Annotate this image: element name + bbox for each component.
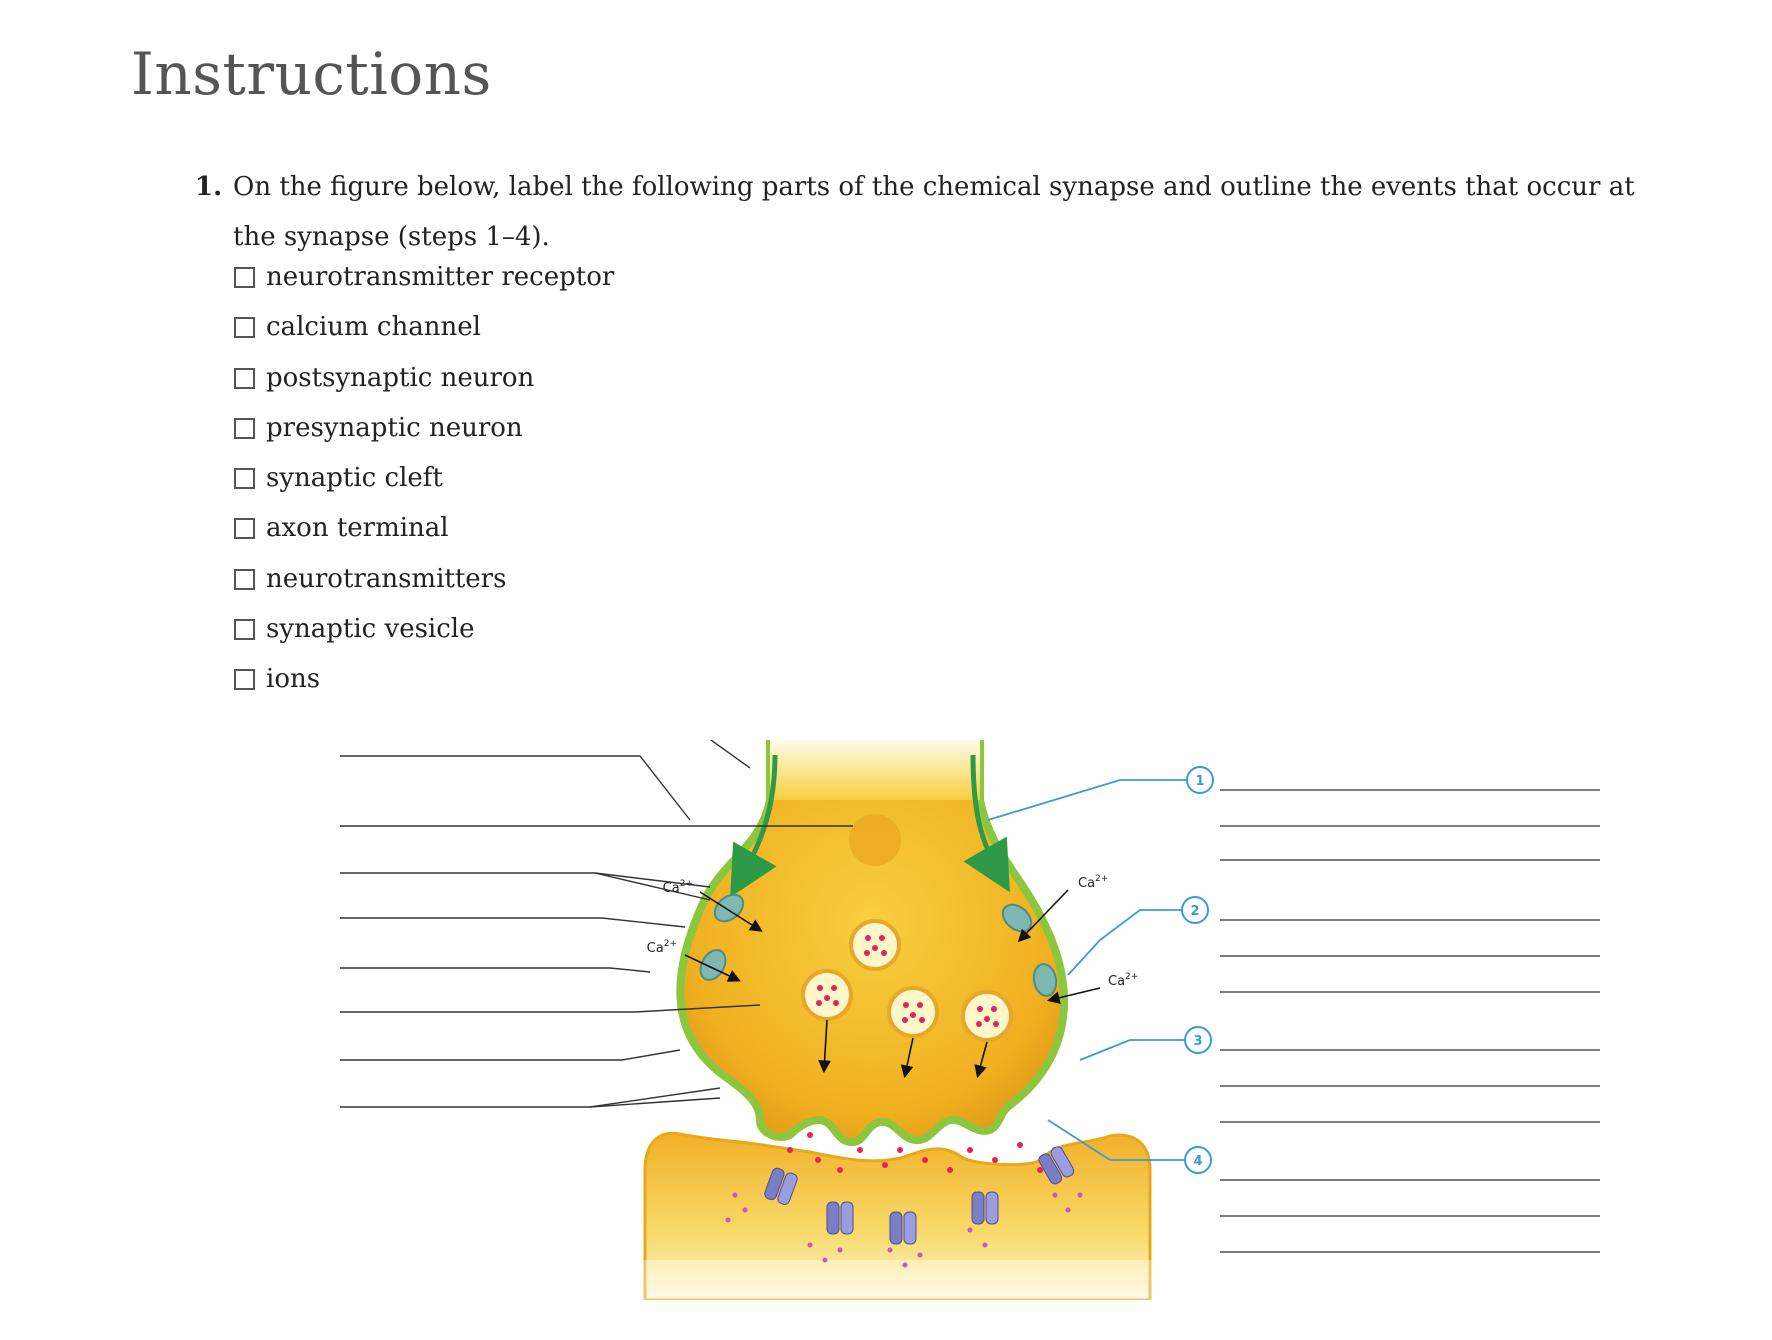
checkbox[interactable] (234, 568, 255, 590)
neurotransmitter-receptor (889, 1211, 917, 1245)
question-text: On the figure below, label the following… (233, 172, 1635, 252)
checklist-item-ions[interactable]: ions (234, 664, 614, 714)
step-marker-1: 1 (1186, 766, 1214, 794)
checklist-item-label: neurotransmitter receptor (266, 262, 615, 292)
neurotransmitter-receptor (826, 1201, 854, 1235)
calcium-channel (699, 949, 727, 981)
checkbox[interactable] (234, 267, 255, 288)
checklist-item-label: synaptic cleft (266, 463, 443, 494)
checklist-item-presynaptic-neuron[interactable]: presynaptic neuron (234, 413, 614, 463)
checkbox[interactable] (234, 317, 255, 339)
question-1: 1. On the figure below, label the follow… (195, 162, 1635, 262)
checklist-item-postsynaptic-neuron[interactable]: postsynaptic neuron (234, 363, 614, 413)
step-marker-3: 3 (1184, 1026, 1212, 1054)
ion-label: Ca2+ (1078, 874, 1108, 891)
svg-text:2: 2 (1190, 904, 1199, 919)
neurotransmitter-receptor (1038, 1146, 1075, 1185)
calcium-arrows (684, 889, 1101, 1004)
calcium-channels (699, 893, 1058, 997)
synaptic-vesicle (801, 969, 853, 1021)
checklist-item-label: calcium channel (266, 312, 481, 343)
checkbox[interactable] (234, 619, 255, 641)
synapse-figure: Ca2+ Ca2+ Ca2+ Ca2+ (340, 740, 1600, 1300)
checkbox[interactable] (234, 367, 255, 389)
action-potential-arrow-right (963, 754, 1010, 893)
checklist-item-label: synaptic vesicle (266, 614, 475, 645)
question-number: 1. (195, 172, 223, 202)
checklist-item-label: ions (266, 664, 321, 695)
svg-text:4: 4 (1193, 1154, 1202, 1169)
synaptic-vesicle (961, 990, 1013, 1042)
checkbox[interactable] (234, 518, 255, 540)
parts-checklist: neurotransmitter receptor calcium channe… (234, 262, 614, 715)
checklist-item-neurotransmitters[interactable]: neurotransmitters (234, 564, 614, 614)
checkbox[interactable] (234, 669, 255, 691)
svg-text:1: 1 (1195, 774, 1204, 789)
page-title: Instructions (131, 40, 492, 108)
neurotransmitter-receptor (764, 1167, 798, 1205)
step-marker-4: 4 (1184, 1146, 1212, 1174)
synaptic-vesicle (887, 986, 939, 1038)
checklist-item-label: postsynaptic neuron (266, 362, 535, 393)
svg-text:3: 3 (1193, 1034, 1202, 1049)
neurotransmitter-receptor (971, 1191, 999, 1225)
checklist-item-label: axon terminal (266, 513, 449, 544)
synaptic-vesicle (849, 919, 901, 971)
checklist-item-label: presynaptic neuron (266, 412, 523, 443)
checklist-item-label: neurotransmitters (266, 563, 507, 594)
step-leader-lines (987, 779, 1190, 1161)
action-potential-arrow-left (730, 754, 778, 898)
neurotransmitter-receptors (764, 1146, 1075, 1245)
checkbox[interactable] (234, 468, 255, 490)
step-markers: 1 2 3 4 (1181, 766, 1214, 1174)
synaptic-vesicles (801, 919, 1013, 1042)
part-leader-lines (340, 740, 853, 1108)
vesicle-arrows (818, 1019, 988, 1079)
answer-lines (1220, 789, 1600, 1253)
step-marker-2: 2 (1181, 896, 1209, 924)
ions (725, 1192, 1083, 1268)
calcium-channel (1001, 903, 1033, 933)
checkbox[interactable] (234, 417, 255, 439)
checklist-item-neurotransmitter-receptor[interactable]: neurotransmitter receptor (234, 262, 614, 312)
ion-label: Ca2+ (1108, 972, 1138, 989)
checklist-item-axon-terminal[interactable]: axon terminal (234, 513, 614, 563)
checklist-item-synaptic-cleft[interactable]: synaptic cleft (234, 463, 614, 513)
checklist-item-synaptic-vesicle[interactable]: synaptic vesicle (234, 614, 614, 664)
ion-label: Ca2+ (647, 939, 677, 956)
checklist-item-calcium-channel[interactable]: calcium channel (234, 312, 614, 362)
